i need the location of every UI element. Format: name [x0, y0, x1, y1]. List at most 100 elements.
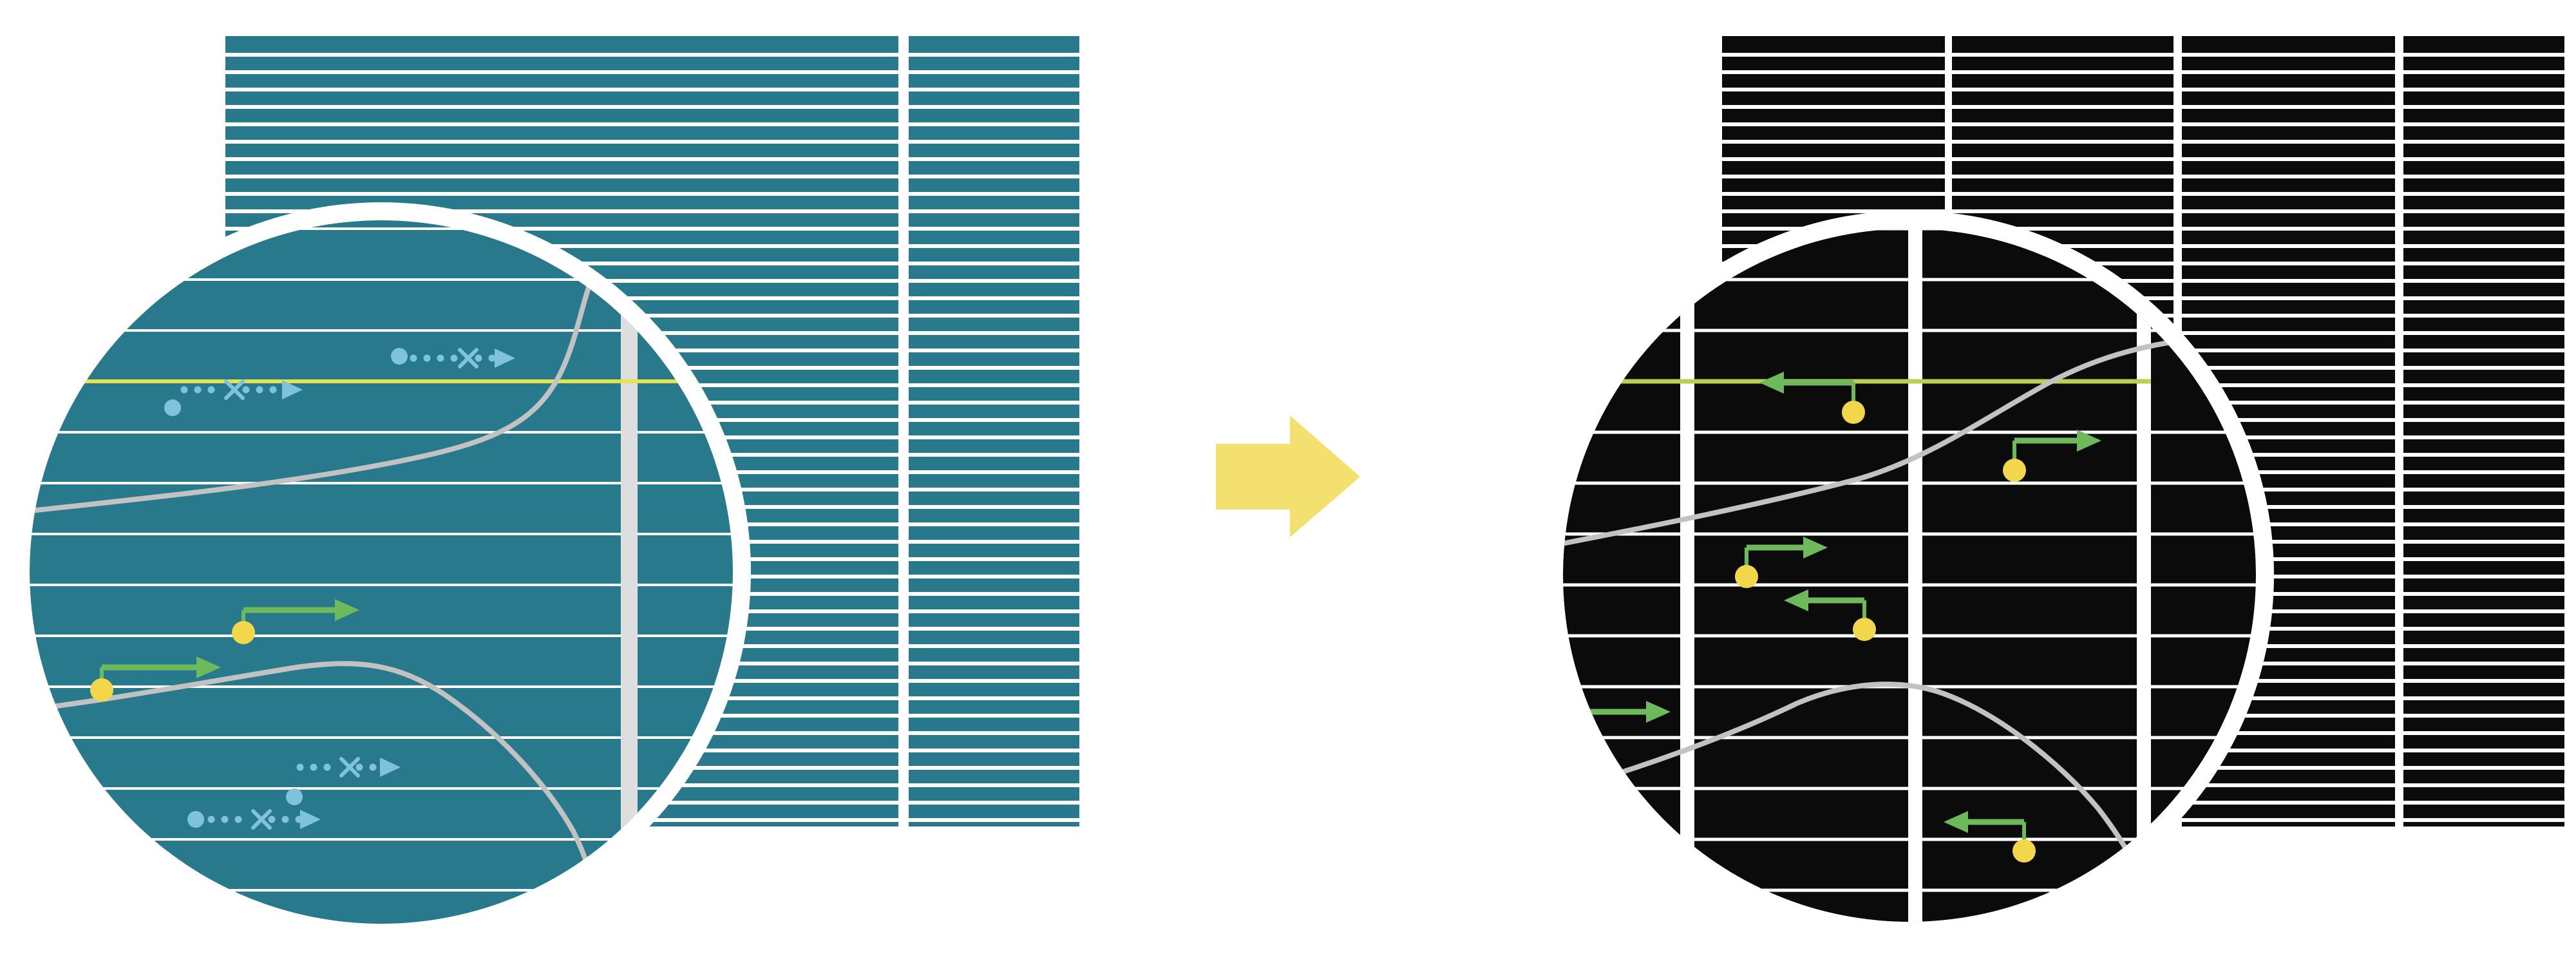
finger-line: [2403, 818, 2564, 822]
finger-line: [2403, 262, 2564, 265]
finger-line: [2182, 470, 2395, 474]
finger-line: [2182, 575, 2395, 578]
finger-line: [909, 296, 1079, 300]
finger-line: [2182, 279, 2395, 283]
finger-line: [2182, 783, 2395, 787]
finger-line: [2182, 140, 2395, 144]
finger-line: [2403, 105, 2564, 109]
finger-line: [1722, 53, 1945, 57]
finger-line: [909, 766, 1079, 770]
carrier-dot-blue: [286, 788, 303, 805]
finger-line: [909, 244, 1079, 248]
finger-line: [2403, 575, 2564, 578]
carrier-dot-yellow: [2003, 459, 2026, 482]
finger-line: [2403, 227, 2564, 231]
path-dot: [242, 386, 250, 394]
finger-line: [225, 53, 898, 57]
finger-line: [2182, 105, 2395, 109]
blue-arrowhead-icon: [380, 758, 401, 777]
finger-line: [30, 838, 733, 841]
finger-line: [2403, 592, 2564, 596]
finger-line: [2403, 349, 2564, 352]
finger-line: [909, 279, 1079, 283]
finger-line: [909, 470, 1079, 474]
finger-line: [1722, 192, 1945, 196]
finger-line: [2403, 488, 2564, 492]
finger-line: [2403, 749, 2564, 752]
busbar: [1680, 229, 1694, 922]
finger-line: [30, 787, 733, 790]
right-cell-segment: [2403, 36, 2564, 826]
finger-line: [909, 383, 1079, 387]
carrier-dot-yellow: [1735, 565, 1758, 588]
finger-line: [909, 540, 1079, 544]
green-arrowhead-icon: [196, 656, 221, 678]
finger-line: [2403, 470, 2564, 474]
blue-arrowhead-icon: [300, 810, 321, 829]
blocked-carrier-path: [286, 757, 401, 805]
finger-line: [2403, 140, 2564, 144]
finger-line: [2403, 296, 2564, 300]
finger-line: [2182, 366, 2395, 370]
finger-line: [909, 140, 1079, 144]
finger-line: [2182, 157, 2395, 161]
finger-line: [1722, 70, 1945, 74]
recombination-cross-icon: [251, 809, 272, 830]
finger-line: [225, 192, 898, 196]
recombination-cross-icon: [339, 757, 360, 778]
green-arrowhead-icon: [1784, 589, 1808, 611]
path-dot: [269, 386, 277, 394]
finger-line: [30, 685, 733, 688]
finger-line: [2182, 88, 2395, 91]
finger-line: [2182, 818, 2395, 822]
finger-line: [909, 88, 1079, 91]
finger-line: [909, 644, 1079, 648]
finger-line: [2403, 453, 2564, 457]
finger-line: [909, 435, 1079, 439]
finger-line: [225, 175, 898, 178]
finger-line: [2182, 627, 2395, 631]
finger-line: [1952, 105, 2174, 109]
finger-line: [2403, 175, 2564, 178]
finger-line: [2403, 540, 2564, 544]
carrier-dot-yellow: [1842, 401, 1865, 424]
finger-line: [1952, 88, 2174, 91]
finger-line: [225, 209, 898, 213]
finger-line: [1952, 70, 2174, 74]
finger-line: [909, 157, 1079, 161]
finger-line: [2182, 644, 2395, 648]
finger-line: [30, 889, 733, 892]
finger-line: [2403, 331, 2564, 335]
finger-line: [30, 635, 733, 637]
carrier-transport-arrow: [2003, 430, 2101, 482]
path-dot: [281, 816, 289, 823]
finger-line: [2403, 679, 2564, 683]
finger-line: [909, 331, 1079, 335]
finger-line: [909, 366, 1079, 370]
finger-line: [2403, 522, 2564, 526]
finger-line: [909, 609, 1079, 613]
blue-arrowhead-icon: [495, 349, 515, 368]
finger-line: [30, 584, 733, 586]
carrier-transport-arrow: [1784, 589, 1876, 641]
carrier-dot-yellow: [90, 678, 113, 702]
finger-line: [909, 192, 1079, 196]
finger-line: [2182, 557, 2395, 561]
finger-line: [2403, 609, 2564, 613]
finger-line: [2403, 192, 2564, 196]
path-dot: [323, 763, 331, 771]
finger-line: [909, 262, 1079, 265]
finger-line: [2403, 557, 2564, 561]
finger-line: [2403, 314, 2564, 318]
finger-line: [2403, 731, 2564, 735]
finger-line: [2182, 244, 2395, 248]
finger-line: [909, 53, 1079, 57]
finger-line: [909, 627, 1079, 631]
finger-line: [225, 227, 898, 231]
path-dot: [488, 354, 496, 362]
finger-line: [909, 401, 1079, 405]
finger-line: [2182, 209, 2395, 213]
finger-line: [2403, 662, 2564, 665]
